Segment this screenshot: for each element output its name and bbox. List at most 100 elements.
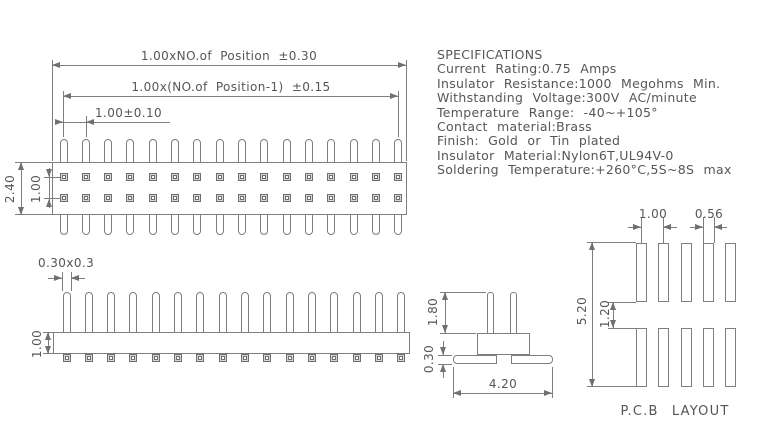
contact-row2 [260,194,269,202]
contact-inner [109,356,114,360]
contact-inner [243,356,248,360]
ext-line [438,355,452,356]
contact-inner [195,196,200,200]
ext-line [714,217,715,243]
pcb-pad-top-row [725,243,737,302]
pcb-pad-bottom-row [725,328,737,387]
ext-line [15,162,52,163]
ext-line [453,367,454,398]
contact-row2 [148,194,157,202]
pcb-layout-title: P.C.B LAYOUT [620,404,730,419]
insulator-body [53,332,410,354]
contact-row2 [171,194,180,202]
contact-inner [284,175,289,179]
contact-row2 [327,194,336,202]
contact-inner [351,196,356,200]
dim-label-row-spacing: 1.00 [29,174,43,204]
dim-label-lead-thickness: 0.30 [422,344,436,374]
ext-line [663,217,664,243]
dim-arrow [86,119,94,125]
contact-inner [220,356,225,360]
contact-row1 [372,173,381,181]
contact-inner [396,196,401,200]
contact-row2 [305,194,314,202]
contact-row1 [215,173,224,181]
pcb-pad-bottom-row [636,328,647,387]
dim-arrow [45,346,51,354]
contact-inner [377,356,382,360]
contact-inner [83,175,88,179]
ext-line [15,214,52,215]
insulator-body [52,162,407,215]
contact-row2 [238,194,247,202]
contact-inner [198,356,203,360]
solder-foot [308,354,317,362]
dim-label-row-gap: 1.20 [598,299,612,329]
dim-arrow [45,332,51,340]
dim-line [48,332,49,354]
contact-inner [240,175,245,179]
spec-line: Insulator Material:Nylon6T,UL94V-0 [437,147,674,163]
dim-arrow [610,320,616,328]
dim-label-body-height: 1.00 [30,329,44,359]
dim-arrow [440,347,446,355]
dim-label-pad-pitch: 1.00 [638,207,668,221]
contact-row2 [349,194,358,202]
dim-arrow [55,119,63,125]
dim-label-pitch: 1.00±0.10 [95,106,163,120]
solder-foot [174,354,183,362]
contact-row2 [81,194,90,202]
contact-inner [128,196,133,200]
dim-label-overall-width: 4.20 [488,377,518,391]
solder-foot [241,354,250,362]
contact-inner [354,356,359,360]
dim-label-pin-size: 0.30x0.3 [38,256,95,270]
contact-inner [106,175,111,179]
pcb-pad-top-row [658,243,670,302]
ext-line [62,272,63,291]
dim-label-overall-height: 5.20 [575,296,589,326]
dim-arrow [390,93,398,99]
spec-line: Soldering Temperature:+260°C,5S~8S max [437,162,732,178]
ext-line [406,60,407,161]
dim-line [445,292,446,333]
contact-row2 [282,194,291,202]
contact-inner [83,196,88,200]
contact-row1 [327,173,336,181]
contact-inner [284,196,289,200]
dim-label-span: 1.00x(NO.of Position-1) ±0.15 [131,80,331,94]
contact-inner [374,196,379,200]
dim-arrow [453,390,461,396]
dim-line [592,242,593,387]
smt-lead-left [453,355,497,364]
specifications-block: SPECIFICATIONS Current Rating:0.75 Amps … [437,47,732,178]
dim-arrow [695,224,703,230]
dim-arrow [46,169,52,177]
contact-row1 [148,173,157,181]
contact-inner [310,356,315,360]
spec-line: Current Rating:0.75 Amps [437,61,617,77]
ext-line [398,91,399,137]
pcb-pad-bottom-row [702,328,714,387]
contact-inner [396,175,401,179]
contact-inner [329,175,334,179]
ext-line [63,91,64,137]
contact-row2 [126,194,135,202]
dim-arrow [440,364,446,372]
contact-row2 [394,194,403,202]
contact-inner [374,175,379,179]
dim-arrow [714,224,722,230]
contact-inner [128,175,133,179]
dim-line [613,302,614,328]
contact-inner [307,196,312,200]
ext-line [608,328,636,329]
dim-label-pad-width: 0.56 [694,207,724,221]
solder-foot [129,354,138,362]
ext-line [71,272,72,291]
pcb-pad-top-row [636,243,647,302]
contact-row1 [126,173,135,181]
solder-foot [330,354,339,362]
contact-inner [287,356,292,360]
